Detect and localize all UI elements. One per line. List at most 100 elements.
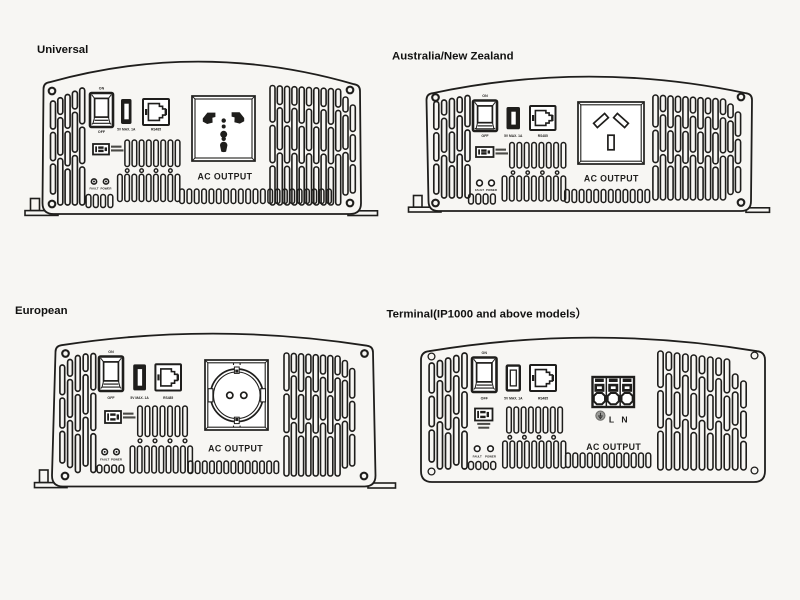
power-label: POWER: [486, 188, 498, 192]
rs485-latch: [145, 109, 148, 115]
vent-slot: [704, 116, 712, 154]
vent-slot: [623, 452, 630, 469]
vent-slot: [553, 440, 560, 469]
terminal-screw-slot: [624, 386, 630, 389]
vent-slot: [464, 129, 471, 163]
caution-text-line: [111, 149, 124, 152]
earth-clip-contact: [235, 369, 239, 373]
vent-slot: [59, 364, 66, 396]
socket-frame-inner: [580, 104, 642, 162]
caution-text-line: [123, 412, 134, 415]
rs485-latch: [532, 115, 535, 121]
vent-slot: [291, 107, 298, 151]
socket-corner-bevel: [251, 95, 256, 100]
vent-slot: [159, 405, 166, 438]
switch-step: [92, 116, 96, 124]
corner-screws: [431, 92, 746, 208]
vent-slot: [734, 166, 742, 194]
vent-hole: [167, 438, 173, 444]
vent-slot: [560, 141, 567, 169]
vent-slot: [216, 460, 223, 475]
corner-screws: [60, 349, 369, 481]
screw-hole: [750, 351, 759, 360]
vent-slot: [252, 188, 259, 205]
vent-slot: [530, 175, 537, 202]
vent-slot: [428, 362, 436, 394]
vent-slot: [223, 188, 230, 205]
vent-slot: [49, 163, 57, 195]
caution-glyph: [480, 415, 486, 419]
vent-hole: [139, 168, 145, 174]
vent-slot: [557, 406, 564, 434]
vent-slot: [637, 452, 645, 469]
vent-slot: [230, 460, 237, 475]
caution-label: [475, 146, 508, 158]
switch-rocker: [476, 105, 494, 124]
vent-slot: [464, 164, 471, 199]
vent-slots: [59, 352, 341, 477]
caution-glyph: [107, 413, 109, 421]
vent-slot: [327, 87, 335, 125]
vent-hole: [540, 170, 545, 176]
vent-slot: [719, 117, 727, 154]
led-dot: [103, 450, 106, 453]
vent-slot: [461, 390, 468, 429]
vent-slot: [143, 445, 150, 474]
vent-slot: [682, 130, 689, 165]
vent-slot: [444, 394, 452, 431]
rs485-latch: [532, 375, 535, 381]
vent-slot: [644, 188, 651, 204]
usb-label: 5V MAX. 1A: [504, 397, 523, 401]
vent-slot: [290, 375, 298, 420]
vent-slot: [667, 95, 674, 129]
socket-corner-bevel: [577, 101, 582, 106]
vent-slot: [78, 166, 86, 206]
vent-slot: [319, 354, 327, 375]
vent-slot: [291, 152, 298, 206]
switch-bevel: [108, 94, 112, 99]
vent-slot: [334, 422, 341, 477]
vent-slot: [283, 435, 290, 477]
vent-slot: [298, 125, 306, 164]
vent-slot: [64, 130, 71, 167]
vent-slot: [90, 352, 97, 391]
vent-slot: [297, 353, 305, 393]
caution-glyph: [480, 410, 486, 414]
vent-hole: [521, 434, 527, 440]
vent-slot: [432, 131, 440, 162]
caution-glyph: [116, 414, 119, 420]
vent-slot: [706, 394, 714, 431]
vent-slot: [312, 353, 320, 393]
vent-slots: [432, 94, 727, 205]
vent-slot: [585, 188, 592, 204]
vent-slot: [223, 460, 230, 475]
switch-off-label: OFF: [481, 134, 489, 138]
ac-output-label: AC OUTPUT: [584, 174, 639, 184]
vent-slot: [731, 391, 739, 426]
led-dot: [105, 180, 107, 183]
vent-slot: [704, 155, 712, 201]
universal-socket: [191, 95, 256, 162]
vent-slot: [201, 460, 208, 475]
vent-slot: [290, 352, 298, 374]
vent-slot: [607, 188, 614, 204]
socket-slot-earth: [607, 134, 615, 151]
vent-slot: [681, 353, 689, 373]
socket-slot-angled: [612, 112, 630, 129]
vent-slot: [482, 193, 489, 205]
vent-slot: [489, 193, 497, 205]
switch-bevel: [491, 358, 496, 364]
terminal-block: [591, 375, 636, 409]
caution-text-line: [495, 152, 508, 155]
earth-clip-contact: [235, 418, 239, 421]
vent-slot: [187, 460, 194, 475]
vent-slot: [244, 460, 251, 475]
terminal-tab: [595, 378, 604, 382]
vent-slot: [129, 445, 136, 474]
usb-port: 5V MAX. 1A: [130, 364, 149, 400]
vent-hole: [182, 438, 188, 444]
usb-port: 5V MAX. 1A: [117, 99, 136, 132]
